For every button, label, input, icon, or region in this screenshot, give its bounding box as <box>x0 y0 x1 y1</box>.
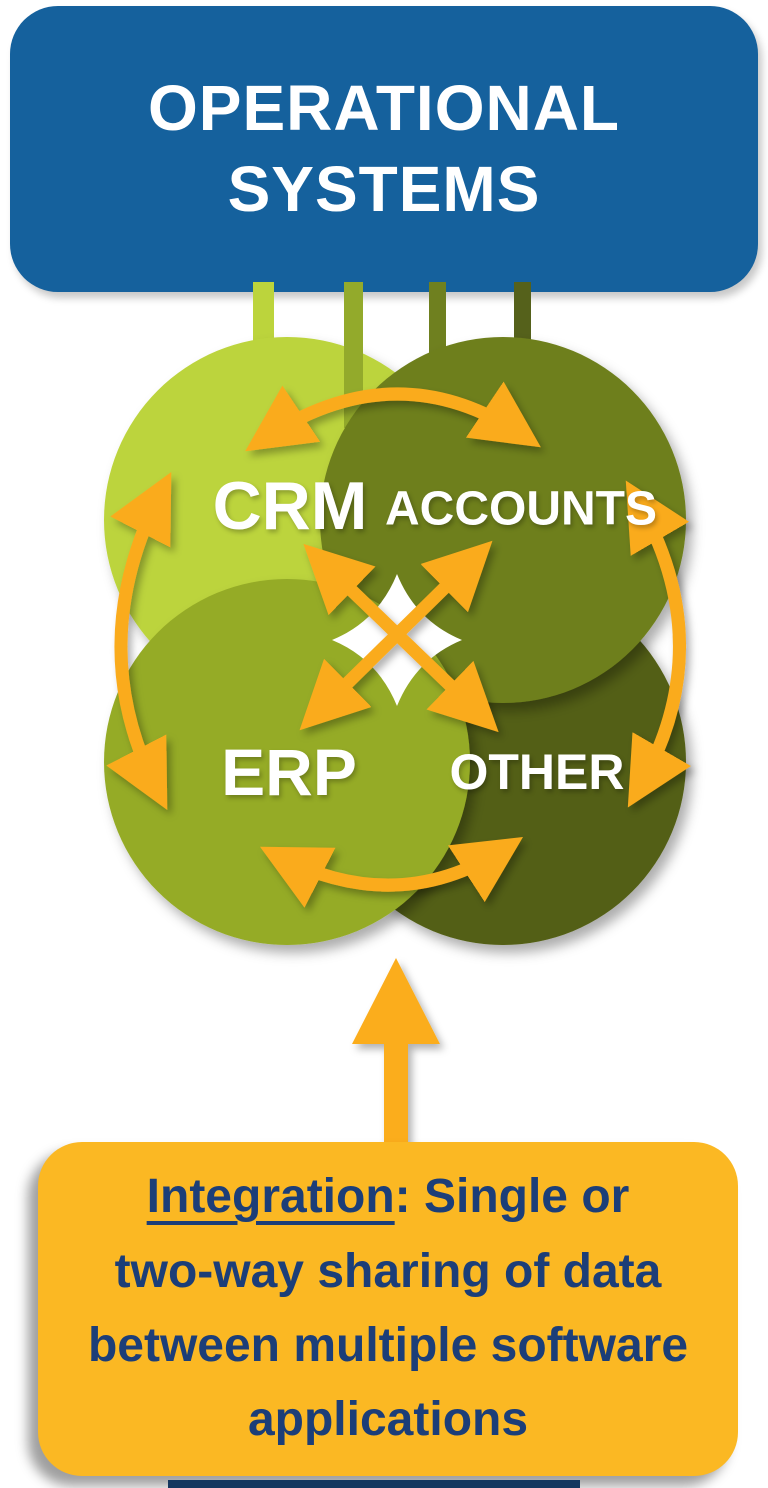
note-line-4: applications <box>247 1393 529 1447</box>
integration-term: Integration <box>146 1170 395 1224</box>
arrow-accounts-erp-icon <box>299 540 493 731</box>
next-shape-edge <box>168 1480 580 1488</box>
other-label: OTHER <box>449 744 625 800</box>
title-line-2: SYSTEMS <box>227 153 541 225</box>
integration-note-text: Integration: Single or two-way sharing o… <box>48 1160 728 1458</box>
integration-note-box: Integration: Single or two-way sharing o… <box>38 1142 738 1476</box>
title-line-1: OPERATIONAL <box>147 72 621 145</box>
note-line-2: two-way sharing of data <box>114 1244 662 1298</box>
crm-label: CRM <box>212 468 368 544</box>
arrow-erp-other-icon <box>259 836 524 908</box>
arrow-crm-erp-icon <box>106 471 172 811</box>
data-flow-arrows <box>106 381 691 908</box>
erp-label: ERP <box>221 735 357 809</box>
note-line-3: between multiple software <box>87 1319 689 1372</box>
integration-rest: : Single or <box>394 1170 630 1224</box>
arrow-integration-up-icon <box>352 958 440 1148</box>
arrow-crm-accounts-icon <box>245 381 541 452</box>
operational-systems-box: OPERATIONAL SYSTEMS <box>10 6 758 292</box>
accounts-label: ACCOUNTS <box>385 482 657 536</box>
arrow-accounts-other-icon <box>625 480 691 808</box>
